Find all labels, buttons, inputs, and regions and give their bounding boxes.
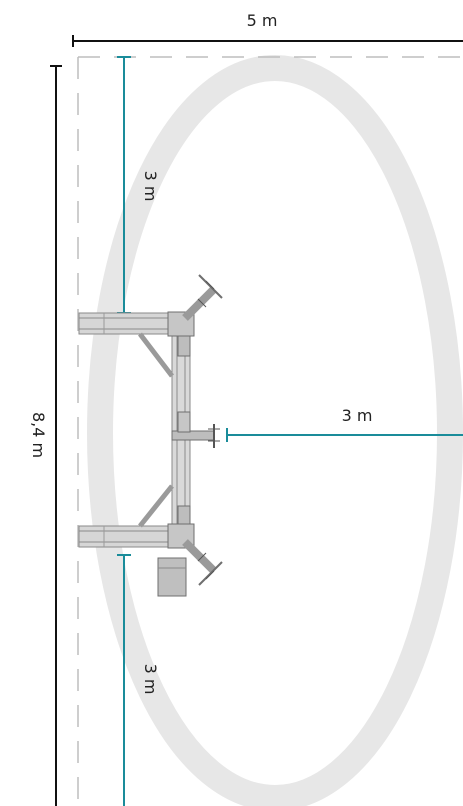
motor-box	[157, 557, 187, 597]
lower-beam	[78, 525, 180, 548]
side-clearance-label: 3 m	[342, 406, 373, 425]
width-dimension: 5 m	[72, 11, 463, 47]
top-clearance-dimension: 3 m	[117, 56, 160, 314]
lower-brace	[138, 484, 174, 528]
swing-area-arc	[87, 55, 463, 806]
upper-beam	[78, 312, 180, 335]
upper-brace	[138, 332, 174, 378]
bottom-clearance-dimension: 3 m	[117, 554, 160, 806]
side-clearance-dimension: 3 m	[226, 406, 463, 442]
height-dimension: 8,4 m	[29, 65, 62, 806]
middle-arm	[171, 411, 220, 448]
width-dimension-label: 5 m	[247, 11, 278, 30]
lower-outrigger	[182, 539, 223, 586]
bottom-clearance-label: 3 m	[141, 664, 160, 695]
top-clearance-label: 3 m	[141, 171, 160, 202]
height-dimension-label: 8,4 m	[29, 412, 48, 458]
steel-frame-structure	[78, 274, 223, 597]
upper-outrigger	[182, 274, 223, 321]
